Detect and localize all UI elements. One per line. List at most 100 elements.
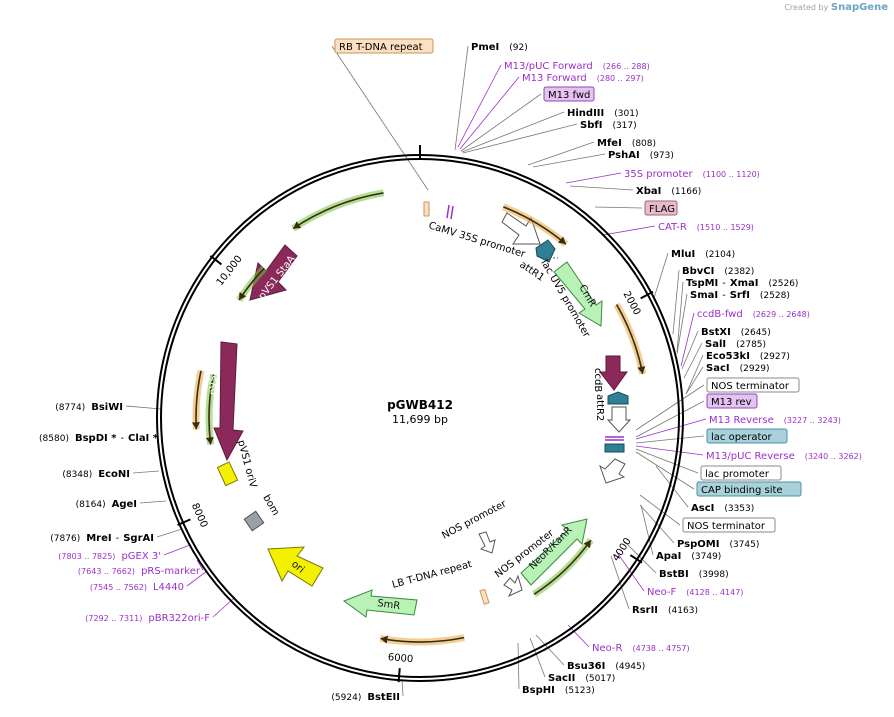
ccdb-arrow[interactable] bbox=[598, 355, 628, 391]
primer-label: Neo-F(4128 .. 4147) bbox=[647, 587, 743, 598]
site-label-enzyme[interactable]: BstXI(2645) bbox=[701, 327, 771, 338]
enzyme-coord: (2528) bbox=[760, 291, 790, 301]
rb-tdna-repeat-box[interactable] bbox=[423, 201, 430, 217]
enzyme-coord: (5924) bbox=[331, 693, 361, 703]
site-label-primer[interactable]: (7643 .. 7662)pRS-marker bbox=[78, 566, 201, 577]
orf-arc-top-tip bbox=[293, 221, 302, 229]
connector-line bbox=[635, 445, 704, 456]
connector-line bbox=[623, 540, 657, 574]
site-label-feature[interactable]: M13 rev bbox=[706, 393, 758, 409]
primer-label: (7292 .. 7311)pBR322ori-F bbox=[85, 613, 210, 624]
enzyme-name: MluI bbox=[671, 249, 695, 260]
site-label-primer[interactable]: ccdB-fwd(2629 .. 2648) bbox=[697, 309, 810, 320]
cmr-arrow[interactable] bbox=[553, 261, 603, 327]
site-label-enzyme[interactable]: SacI(2929) bbox=[706, 363, 770, 374]
ori-arrow[interactable] bbox=[267, 546, 324, 587]
site-label-primer[interactable]: Neo-R(4738 .. 4757) bbox=[592, 643, 690, 654]
site-label-enzyme[interactable]: BbvCI(2382) bbox=[682, 266, 754, 277]
connector-line bbox=[163, 544, 191, 556]
site-label-primer[interactable]: M13/pUC Reverse(3240 .. 3262) bbox=[706, 451, 862, 462]
lb-tdna-repeat-box[interactable] bbox=[479, 588, 490, 605]
orf-arc-top[interactable] bbox=[292, 192, 384, 230]
enzyme-name: BspHI bbox=[522, 685, 555, 696]
site-label-enzyme[interactable]: PshAI(973) bbox=[608, 150, 674, 161]
site-label-enzyme[interactable]: (8774)BsiWI bbox=[55, 402, 123, 413]
site-label-feature[interactable]: RB T-DNA repeat bbox=[334, 38, 434, 54]
enzyme-name: SmaI bbox=[690, 290, 718, 301]
site-label-primer[interactable]: (7803 .. 7825)pGEX 3' bbox=[58, 551, 161, 562]
tick-mark bbox=[397, 668, 401, 683]
site-label-enzyme[interactable]: PmeI(92) bbox=[471, 42, 528, 53]
enzyme-coord: (2785) bbox=[736, 340, 766, 350]
enzyme-dash: - bbox=[120, 433, 124, 444]
site-label-enzyme[interactable]: HindIII(301) bbox=[567, 108, 638, 119]
site-label-enzyme[interactable]: XbaI(1166) bbox=[636, 186, 701, 197]
enzyme-label: SbfI(317) bbox=[580, 120, 637, 131]
site-label-enzyme2[interactable]: (8580)BspDI *-ClaI * bbox=[39, 433, 159, 444]
enzyme-name: PmeI bbox=[471, 42, 499, 53]
pvs1-oriv-box[interactable] bbox=[216, 461, 239, 487]
site-label-enzyme[interactable]: BstBI(3998) bbox=[659, 569, 729, 580]
site-label-enzyme[interactable]: Bsu36I(4945) bbox=[567, 661, 645, 672]
site-label-enzyme[interactable]: SbfI(317) bbox=[580, 120, 637, 131]
labels-layer: RB T-DNA repeat PmeI(92) M13/pUC Forward(2… bbox=[39, 38, 862, 703]
primer-coord: (1510 .. 1529) bbox=[697, 223, 754, 232]
lac-operator-box[interactable] bbox=[604, 443, 625, 453]
bom-box[interactable] bbox=[243, 510, 265, 532]
nos-promoter-arrow-2[interactable] bbox=[503, 574, 523, 598]
site-label-enzyme[interactable]: MfeI(808) bbox=[597, 138, 656, 149]
lac-promoter-arrow[interactable] bbox=[599, 458, 626, 484]
site-label-feature[interactable]: CAP binding site bbox=[696, 481, 802, 497]
site-label-enzyme2[interactable]: TspMI-XmaI(2526) bbox=[686, 278, 798, 289]
primer-coord: (266 .. 288) bbox=[603, 62, 650, 71]
site-label-primer[interactable]: M13 Reverse(3227 .. 3243) bbox=[709, 415, 841, 426]
primer-label: Neo-R(4738 .. 4757) bbox=[592, 643, 690, 654]
primer-label: (7643 .. 7662)pRS-marker bbox=[78, 566, 201, 577]
enzyme-name: RsrII bbox=[632, 605, 658, 616]
primer-label: M13/pUC Reverse(3240 .. 3262) bbox=[706, 451, 862, 462]
site-label-enzyme[interactable]: BspHI(5123) bbox=[522, 685, 595, 696]
site-label-enzyme[interactable]: Eco53kI(2927) bbox=[706, 351, 790, 362]
site-label-feature[interactable]: NOS terminator bbox=[682, 517, 776, 533]
site-label-enzyme[interactable]: AscI(3353) bbox=[691, 503, 754, 514]
enzyme-label: (8580)BspDI *-ClaI * bbox=[39, 433, 159, 444]
site-label-enzyme[interactable]: (8348)EcoNI bbox=[62, 469, 130, 480]
smr-arrow[interactable] bbox=[342, 589, 418, 618]
pvs1-repa-arrow[interactable] bbox=[213, 341, 244, 462]
site-label-primer[interactable]: 35S promoter(1100 .. 1120) bbox=[624, 169, 760, 180]
site-label-primer[interactable]: (7292 .. 7311)pBR322ori-F bbox=[85, 613, 210, 624]
neor-kanr-arrow[interactable] bbox=[520, 518, 588, 586]
site-label-enzyme[interactable]: SalI(2785) bbox=[705, 339, 766, 350]
site-label-enzyme[interactable]: RsrII(4163) bbox=[632, 605, 698, 616]
site-label-feature[interactable]: lac operator bbox=[706, 428, 788, 444]
site-label-primer[interactable]: M13/pUC Forward(266 .. 288) bbox=[504, 61, 650, 72]
site-label-primer[interactable]: CAT-R(1510 .. 1529) bbox=[658, 222, 754, 233]
site-label-enzyme2[interactable]: SmaI-SrfI(2528) bbox=[690, 290, 790, 301]
orf-arc-smr-tip bbox=[380, 635, 389, 644]
site-label-feature[interactable]: lac promoter bbox=[700, 465, 782, 481]
connector-line bbox=[635, 418, 707, 440]
site-label-enzyme[interactable]: (8164)AgeI bbox=[76, 499, 137, 510]
site-label-feature[interactable]: NOS terminator bbox=[706, 377, 800, 393]
enzyme-coord: (7876) bbox=[50, 534, 80, 544]
connector-line bbox=[460, 93, 542, 152]
site-label-enzyme2[interactable]: (7876)MreI-SgrAI bbox=[50, 533, 154, 544]
enzyme-label: Eco53kI(2927) bbox=[706, 351, 790, 362]
enzyme-name: SbfI bbox=[580, 120, 602, 131]
site-label-feature[interactable]: M13 fwd bbox=[543, 86, 595, 102]
nos-promoter-arrow-1[interactable] bbox=[478, 531, 496, 554]
attr2-arrow[interactable] bbox=[607, 391, 629, 405]
site-label-enzyme[interactable]: (5924)BstEII bbox=[331, 692, 400, 703]
site-label-enzyme[interactable]: PspOMI(3745) bbox=[677, 539, 759, 550]
site-label-enzyme[interactable]: MluI(2104) bbox=[671, 249, 735, 260]
attr1-arrow[interactable] bbox=[535, 239, 556, 263]
site-label-primer[interactable]: M13 Forward(280 .. 297) bbox=[522, 73, 644, 84]
site-label-primer[interactable]: (7545 .. 7562)L4440 bbox=[90, 582, 184, 593]
primer-name: pRS-marker bbox=[141, 566, 201, 577]
site-label-feature[interactable]: FLAG bbox=[644, 200, 678, 216]
attr2-small-arrow[interactable] bbox=[606, 406, 632, 433]
primer-coord: (7545 .. 7562) bbox=[90, 583, 147, 592]
site-label-enzyme[interactable]: SacII(5017) bbox=[548, 673, 615, 684]
site-label-primer[interactable]: Neo-F(4128 .. 4147) bbox=[647, 587, 743, 598]
site-label-enzyme[interactable]: ApaI(3749) bbox=[656, 551, 721, 562]
